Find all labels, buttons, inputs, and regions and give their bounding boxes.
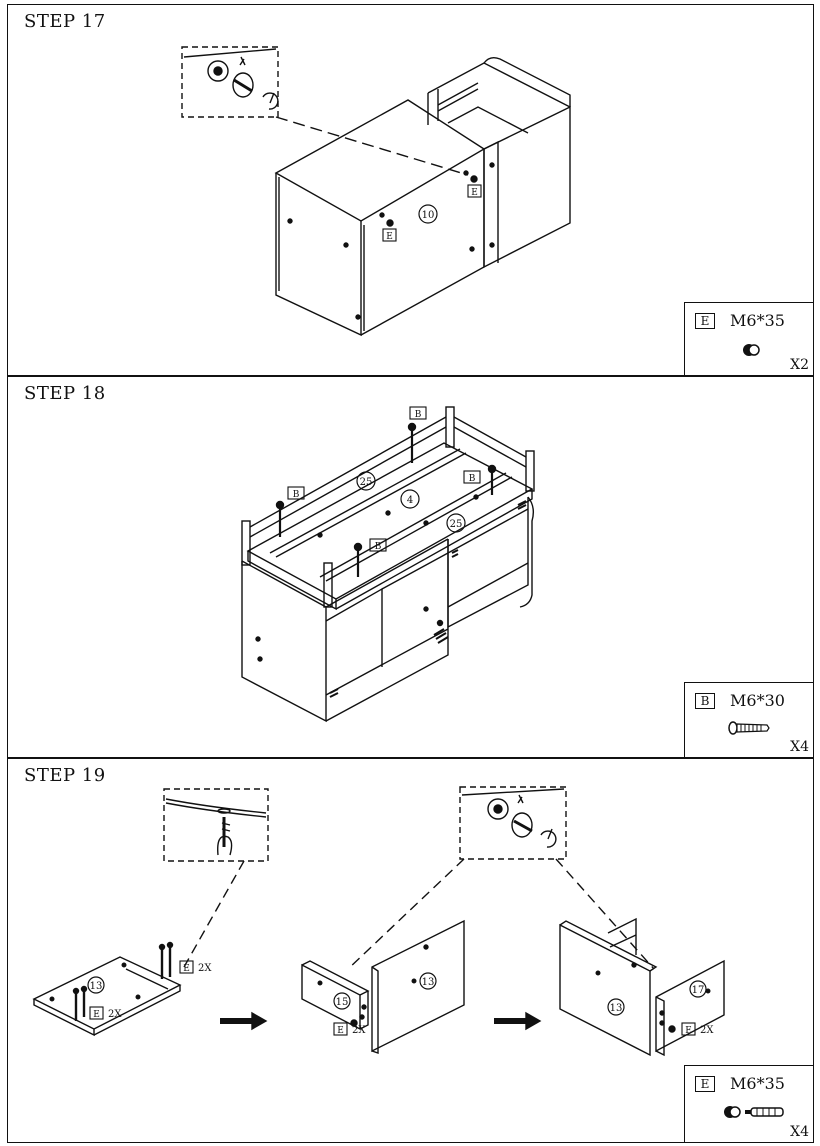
- part-number-25: 25: [360, 477, 373, 488]
- legend-qty: X4: [790, 739, 809, 755]
- cam-lock-detail-inset: [181, 46, 279, 118]
- cam-bolt-icon: [724, 1106, 784, 1118]
- part-number-4: 4: [407, 495, 413, 506]
- cabinet-drawing: B B B B 25 4 25: [241, 406, 535, 723]
- part-number-13: 13: [422, 977, 435, 988]
- hardware-tag-e: E: [183, 964, 190, 974]
- hardware-legend: E M6*35 X2: [684, 302, 813, 375]
- arrow-head: [525, 1011, 542, 1031]
- step-19-panel: STEP 19: [7, 758, 814, 1143]
- hardware-tag-b: B: [375, 542, 382, 552]
- hardware-tag-e: E: [93, 1010, 100, 1020]
- step-title: STEP 17: [24, 11, 106, 32]
- legend-qty: X2: [790, 357, 809, 373]
- quantity-label: 2X: [700, 1025, 714, 1036]
- hardware-tag-e: E: [685, 1026, 692, 1036]
- step-17-illustration: 10 E E: [181, 46, 571, 337]
- legend-tag: B: [695, 693, 715, 709]
- legend-size: M6*35: [730, 1074, 785, 1093]
- quantity-label: 2X: [108, 1009, 122, 1020]
- legend-tag: E: [695, 1076, 715, 1092]
- panel-13-flat: 13 E 2X E 2X: [32, 941, 212, 1037]
- cabinet-drawing: 10 E E: [274, 56, 571, 337]
- legend-size: M6*30: [730, 691, 785, 710]
- hardware-tag-e: E: [386, 232, 393, 242]
- hardware-tag-e: E: [471, 188, 478, 198]
- legend-tag: E: [695, 313, 715, 329]
- hardware-legend: E M6*35 X4: [684, 1065, 813, 1142]
- part-number-10: 10: [422, 210, 435, 221]
- part-number-25: 25: [450, 519, 463, 530]
- step-18-panel: STEP 18: [7, 376, 814, 758]
- hardware-tag-b: B: [469, 474, 476, 484]
- step-title: STEP 19: [24, 765, 106, 786]
- arrow-head: [251, 1011, 268, 1031]
- step-17-panel: STEP 17: [7, 4, 814, 376]
- part-number-13: 13: [610, 1003, 623, 1014]
- assembly-15-13: 13 15 E 2X: [301, 919, 465, 1054]
- part-number-17: 17: [692, 985, 705, 996]
- part-number-15: 15: [336, 997, 349, 1008]
- hardware-legend: B M6*30 X4: [684, 682, 813, 757]
- cam-lock-icon: [743, 344, 760, 356]
- legend-size: M6*35: [730, 311, 785, 330]
- quantity-label: 2X: [198, 963, 212, 974]
- step-title: STEP 18: [24, 383, 106, 404]
- quantity-label: 2X: [352, 1025, 366, 1036]
- hardware-tag-b: B: [293, 490, 300, 500]
- legend-qty: X4: [790, 1124, 809, 1140]
- screw-icon: [728, 721, 770, 735]
- step-19-illustration: 13 E 2X E 2X: [32, 786, 725, 1057]
- hardware-tag-e: E: [337, 1026, 344, 1036]
- hardware-tag-b: B: [415, 410, 422, 420]
- dowel-detail-inset: [163, 788, 269, 862]
- step-18-illustration: B B B B 25 4 25: [241, 406, 535, 723]
- part-number-13: 13: [90, 981, 103, 992]
- cam-lock-detail-inset: [459, 786, 567, 860]
- assembly-13-17: 13 17 E 2X: [559, 917, 725, 1057]
